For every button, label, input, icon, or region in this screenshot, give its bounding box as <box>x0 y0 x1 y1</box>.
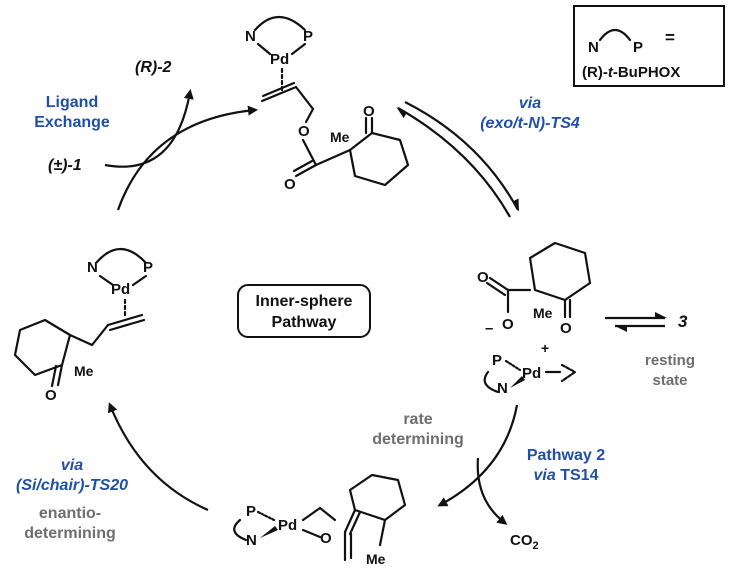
legend-P: P <box>633 39 643 56</box>
co2-label: CO2 <box>510 532 539 552</box>
top-atom-O-carbonyl: O <box>284 176 296 193</box>
pathway2-label-2: via TS14 <box>534 467 599 484</box>
ligand-exchange-label-1: Ligand <box>46 94 98 111</box>
left-atom-Pd: Pd <box>111 281 130 298</box>
bottom-atom-P: P <box>246 503 256 520</box>
bottom-atom-Pd: Pd <box>278 517 297 534</box>
right-methyl: Me <box>533 305 553 321</box>
left-complex: N P Pd O Me <box>13 247 153 404</box>
left-atom-O: O <box>45 387 57 404</box>
via-ts4-label-2: (exo/t-N)-TS4 <box>480 115 580 132</box>
top-atom-Pd: Pd <box>270 51 289 68</box>
bottom-complex: P N Pd O Me <box>233 473 407 567</box>
substrate-label: (±)-1 <box>48 157 82 174</box>
arrow-equilibrium-forward <box>404 101 519 212</box>
left-atom-N: N <box>87 259 98 276</box>
bottom-chelate-arc <box>233 518 248 542</box>
top-complex: N P Pd O O O Me <box>245 16 410 193</box>
resting-equilibrium: 3 resting state <box>605 312 695 389</box>
bottom-atom-N: N <box>246 532 257 549</box>
ligand-exchange-label-2: Exchange <box>34 114 110 131</box>
resting-label-2: state <box>652 372 687 389</box>
arrow-rate-determining <box>437 404 519 507</box>
right-plus: + <box>541 340 549 356</box>
right-complex: O Me O O – P N Pd + <box>477 241 592 397</box>
legend-ligand-name: (R)-t-BuPHOX <box>582 64 680 81</box>
top-methyl: Me <box>330 129 350 145</box>
via-ts20-label-1: via <box>61 457 83 474</box>
left-atom-P: P <box>143 259 153 276</box>
top-atom-O-ester: O <box>298 123 310 140</box>
enantio-label-2: determining <box>24 525 116 542</box>
right-atom-P: P <box>492 352 502 369</box>
right-atom-Pd: Pd <box>522 365 541 382</box>
arrow-ligand-exchange-branch <box>104 89 194 168</box>
center-label-box: Inner-sphere Pathway <box>237 284 371 338</box>
resting-label-1: resting <box>645 352 695 369</box>
via-ts20-label-2: (Si/chair)-TS20 <box>16 477 128 494</box>
top-atom-P: P <box>303 28 313 45</box>
right-minus: – <box>485 320 493 337</box>
resting-state-number: 3 <box>678 312 688 331</box>
right-chelate-arc <box>483 370 500 394</box>
legend-equals: = <box>665 28 675 47</box>
legend-N: N <box>588 39 599 56</box>
product-label: (R)-2 <box>135 59 172 76</box>
arrow-ligand-exchange-main <box>116 105 258 211</box>
via-ts4-label-1: via <box>519 95 541 112</box>
left-methyl: Me <box>74 363 94 379</box>
ligand-legend-box: N P = (R)-t-BuPHOX <box>573 5 725 87</box>
center-line-2: Pathway <box>272 314 337 331</box>
bottom-atom-O: O <box>320 530 332 547</box>
right-atom-N: N <box>497 380 508 397</box>
top-atom-N: N <box>245 28 256 45</box>
rate-label-1: rate <box>403 411 432 428</box>
arrow-equilibrium-reverse <box>396 107 511 218</box>
arrow-co2-release <box>476 457 508 525</box>
rate-label-2: determining <box>372 431 464 448</box>
left-chelate-arc <box>95 247 147 264</box>
center-line-1: Inner-sphere <box>256 293 353 310</box>
bottom-methyl: Me <box>366 551 386 567</box>
top-chelate-arc <box>253 16 307 32</box>
pathway2-label-1: Pathway 2 <box>527 447 605 464</box>
enantio-label-1: enantio- <box>39 505 101 522</box>
legend-chelate-arc <box>598 28 632 42</box>
right-atom-O-anion: O <box>502 316 514 333</box>
top-atom-O-ketone: O <box>363 103 375 120</box>
arrow-enantiodetermining <box>107 402 209 512</box>
right-atom-O-ketone: O <box>560 320 572 337</box>
right-atom-O-carbonyl: O <box>477 269 489 286</box>
